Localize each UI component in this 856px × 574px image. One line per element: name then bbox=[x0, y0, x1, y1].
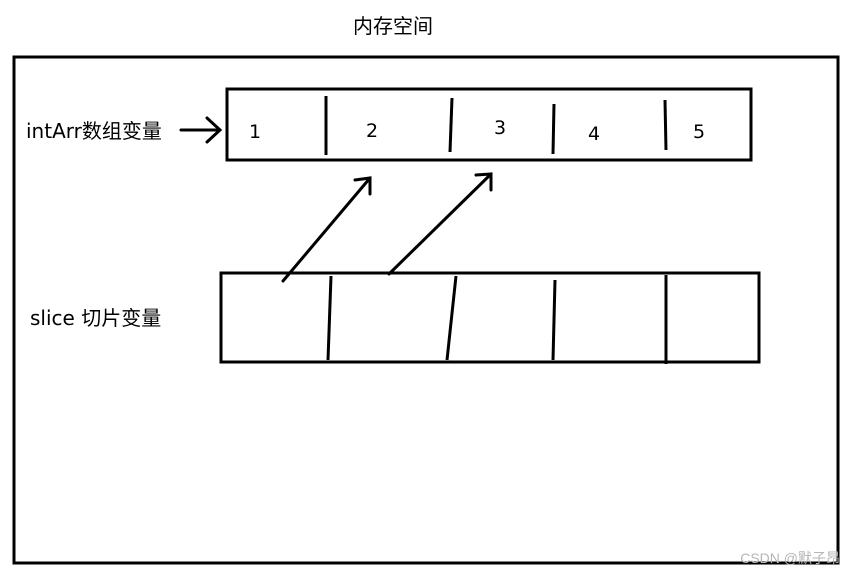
array-divider bbox=[551, 103, 556, 155]
slice-pointer-arrow bbox=[281, 176, 372, 283]
array-cell-value: 1 bbox=[249, 121, 262, 143]
array-divider bbox=[663, 99, 668, 151]
slice-label: slice 切片变量 bbox=[30, 306, 162, 330]
slice-box bbox=[219, 271, 761, 364]
array-cell-value: 5 bbox=[693, 121, 706, 143]
array-cell-value: 2 bbox=[366, 120, 379, 142]
array-box bbox=[225, 87, 753, 162]
array-pointer-arrow bbox=[179, 116, 223, 144]
diagram-title: 内存空间 bbox=[353, 14, 433, 38]
array-cell-value: 4 bbox=[588, 123, 601, 145]
array-label: intArr数组变量 bbox=[26, 119, 162, 143]
slice-pointer-arrow bbox=[387, 172, 493, 276]
slice-divider bbox=[551, 279, 557, 361]
array-divider bbox=[448, 97, 454, 153]
watermark: CSDN @默子昂 bbox=[740, 550, 840, 566]
slice-divider bbox=[326, 275, 333, 361]
memory-space-frame bbox=[12, 55, 840, 565]
array-cell-value: 3 bbox=[494, 117, 507, 139]
slice-divider bbox=[445, 275, 458, 361]
